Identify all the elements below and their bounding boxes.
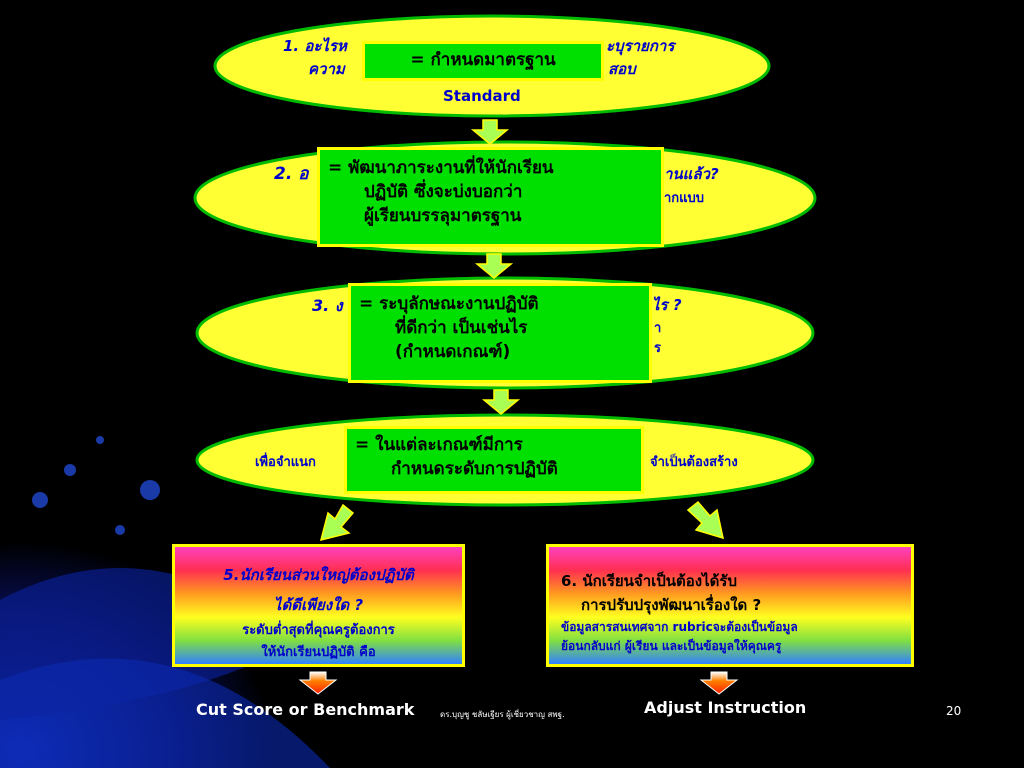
step5-body-line1: ระดับต่ำสุดที่คุณครูต้องการ bbox=[242, 623, 395, 638]
background-swoosh-2 bbox=[0, 658, 330, 768]
step5-body-line2: ให้นักเรียนปฏิบัติ คือ bbox=[261, 645, 376, 660]
step6-title-line2: การปรับปรุงพัฒนาเรื่องใด ? bbox=[581, 596, 762, 614]
adjust-instruction-label: Adjust Instruction bbox=[644, 698, 807, 717]
step2-text-right-2: ากแบบ bbox=[664, 191, 705, 206]
step6-title-line1: 6. นักเรียนจำเป็นต้องได้รับ bbox=[561, 572, 737, 590]
step3-box-line3: (กำหนดเกณฑ์) bbox=[395, 342, 511, 362]
step1-text-left-2: ความ bbox=[308, 60, 345, 78]
step3-answer-box: = ระบุลักษณะงานปฏิบัติ ที่ดีกว่า เป็นเช่… bbox=[348, 283, 652, 383]
step3-text-right-2: า bbox=[654, 321, 662, 336]
step3-text-right-3: ร bbox=[654, 341, 661, 356]
step2-box-line3: ผู้เรียนบรรลุมาตรฐาน bbox=[364, 206, 522, 226]
step3-box-line2: ที่ดีกว่า เป็นเช่นไร bbox=[395, 318, 528, 338]
slide-page-number: 20 bbox=[946, 704, 962, 718]
step2-box-line2: ปฏิบัติ ซึ่งจะบ่งบอกว่า bbox=[364, 182, 523, 202]
step6-body-line1: ข้อมูลสารสนเทศจาก rubricจะต้องเป็นข้อมูล bbox=[561, 620, 798, 634]
step6-body-line2: ย้อนกลับแก่ ผู้เรียน และเป็นข้อมูลให้คุณ… bbox=[561, 639, 782, 653]
step6-box: 6. นักเรียนจำเป็นต้องได้รับ การปรับปรุงพ… bbox=[546, 544, 914, 667]
orange-down-arrow-icon bbox=[298, 671, 739, 695]
step2-box-line1: = พัฒนาภาระงานที่ให้นักเรียน bbox=[328, 158, 554, 178]
cut-score-label: Cut Score or Benchmark bbox=[196, 700, 415, 719]
step3-text-right-1: ไร ? bbox=[652, 296, 682, 314]
step5-title-line1: 5.นักเรียนส่วนใหญ่ต้องปฏิบัติ bbox=[223, 566, 414, 584]
step2-text-left-1: 2. อ bbox=[274, 164, 309, 184]
down-arrow-icon bbox=[470, 119, 521, 415]
step1-text-left-1: 1. อะไรห bbox=[283, 37, 347, 55]
step2-answer-box: = พัฒนาภาระงานที่ให้นักเรียน ปฏิบัติ ซึ่… bbox=[317, 147, 664, 247]
step1-standard-label: Standard bbox=[443, 87, 521, 105]
step1-text-right-2: สอบ bbox=[608, 60, 636, 78]
step3-box-line1: = ระบุลักษณะงานปฏิบัติ bbox=[359, 294, 539, 314]
step4-text-left: เพื่อจำแนก bbox=[255, 455, 316, 470]
step1-text-right-1: ะบุรายการ bbox=[606, 37, 675, 55]
step4-answer-box: = ในแต่ละเกณฑ์มีการ กำหนดระดับการปฏิบัติ bbox=[344, 426, 644, 494]
diagonal-arrow-icon bbox=[319, 500, 724, 542]
author-credit: ดร.บุญชู ชลัษเฐียร ผู้เชี่ยวชาญ สพฐ. bbox=[440, 710, 565, 719]
step5-box: 5.นักเรียนส่วนใหญ่ต้องปฏิบัติ ได้ดีเพียง… bbox=[172, 544, 465, 667]
step4-box-line2: กำหนดระดับการปฏิบัติ bbox=[391, 459, 558, 479]
step3-text-left-1: 3. ง bbox=[312, 296, 343, 315]
step4-box-line1: = ในแต่ละเกณฑ์มีการ bbox=[355, 435, 523, 455]
step2-text-right-1: านแล้ว? bbox=[664, 165, 719, 183]
step1-answer-box: = กำหนดมาตรฐาน bbox=[362, 41, 604, 81]
step4-text-right: จำเป็นต้องสร้าง bbox=[650, 455, 738, 470]
step5-title-line2: ได้ดีเพียงใด ? bbox=[273, 596, 364, 614]
